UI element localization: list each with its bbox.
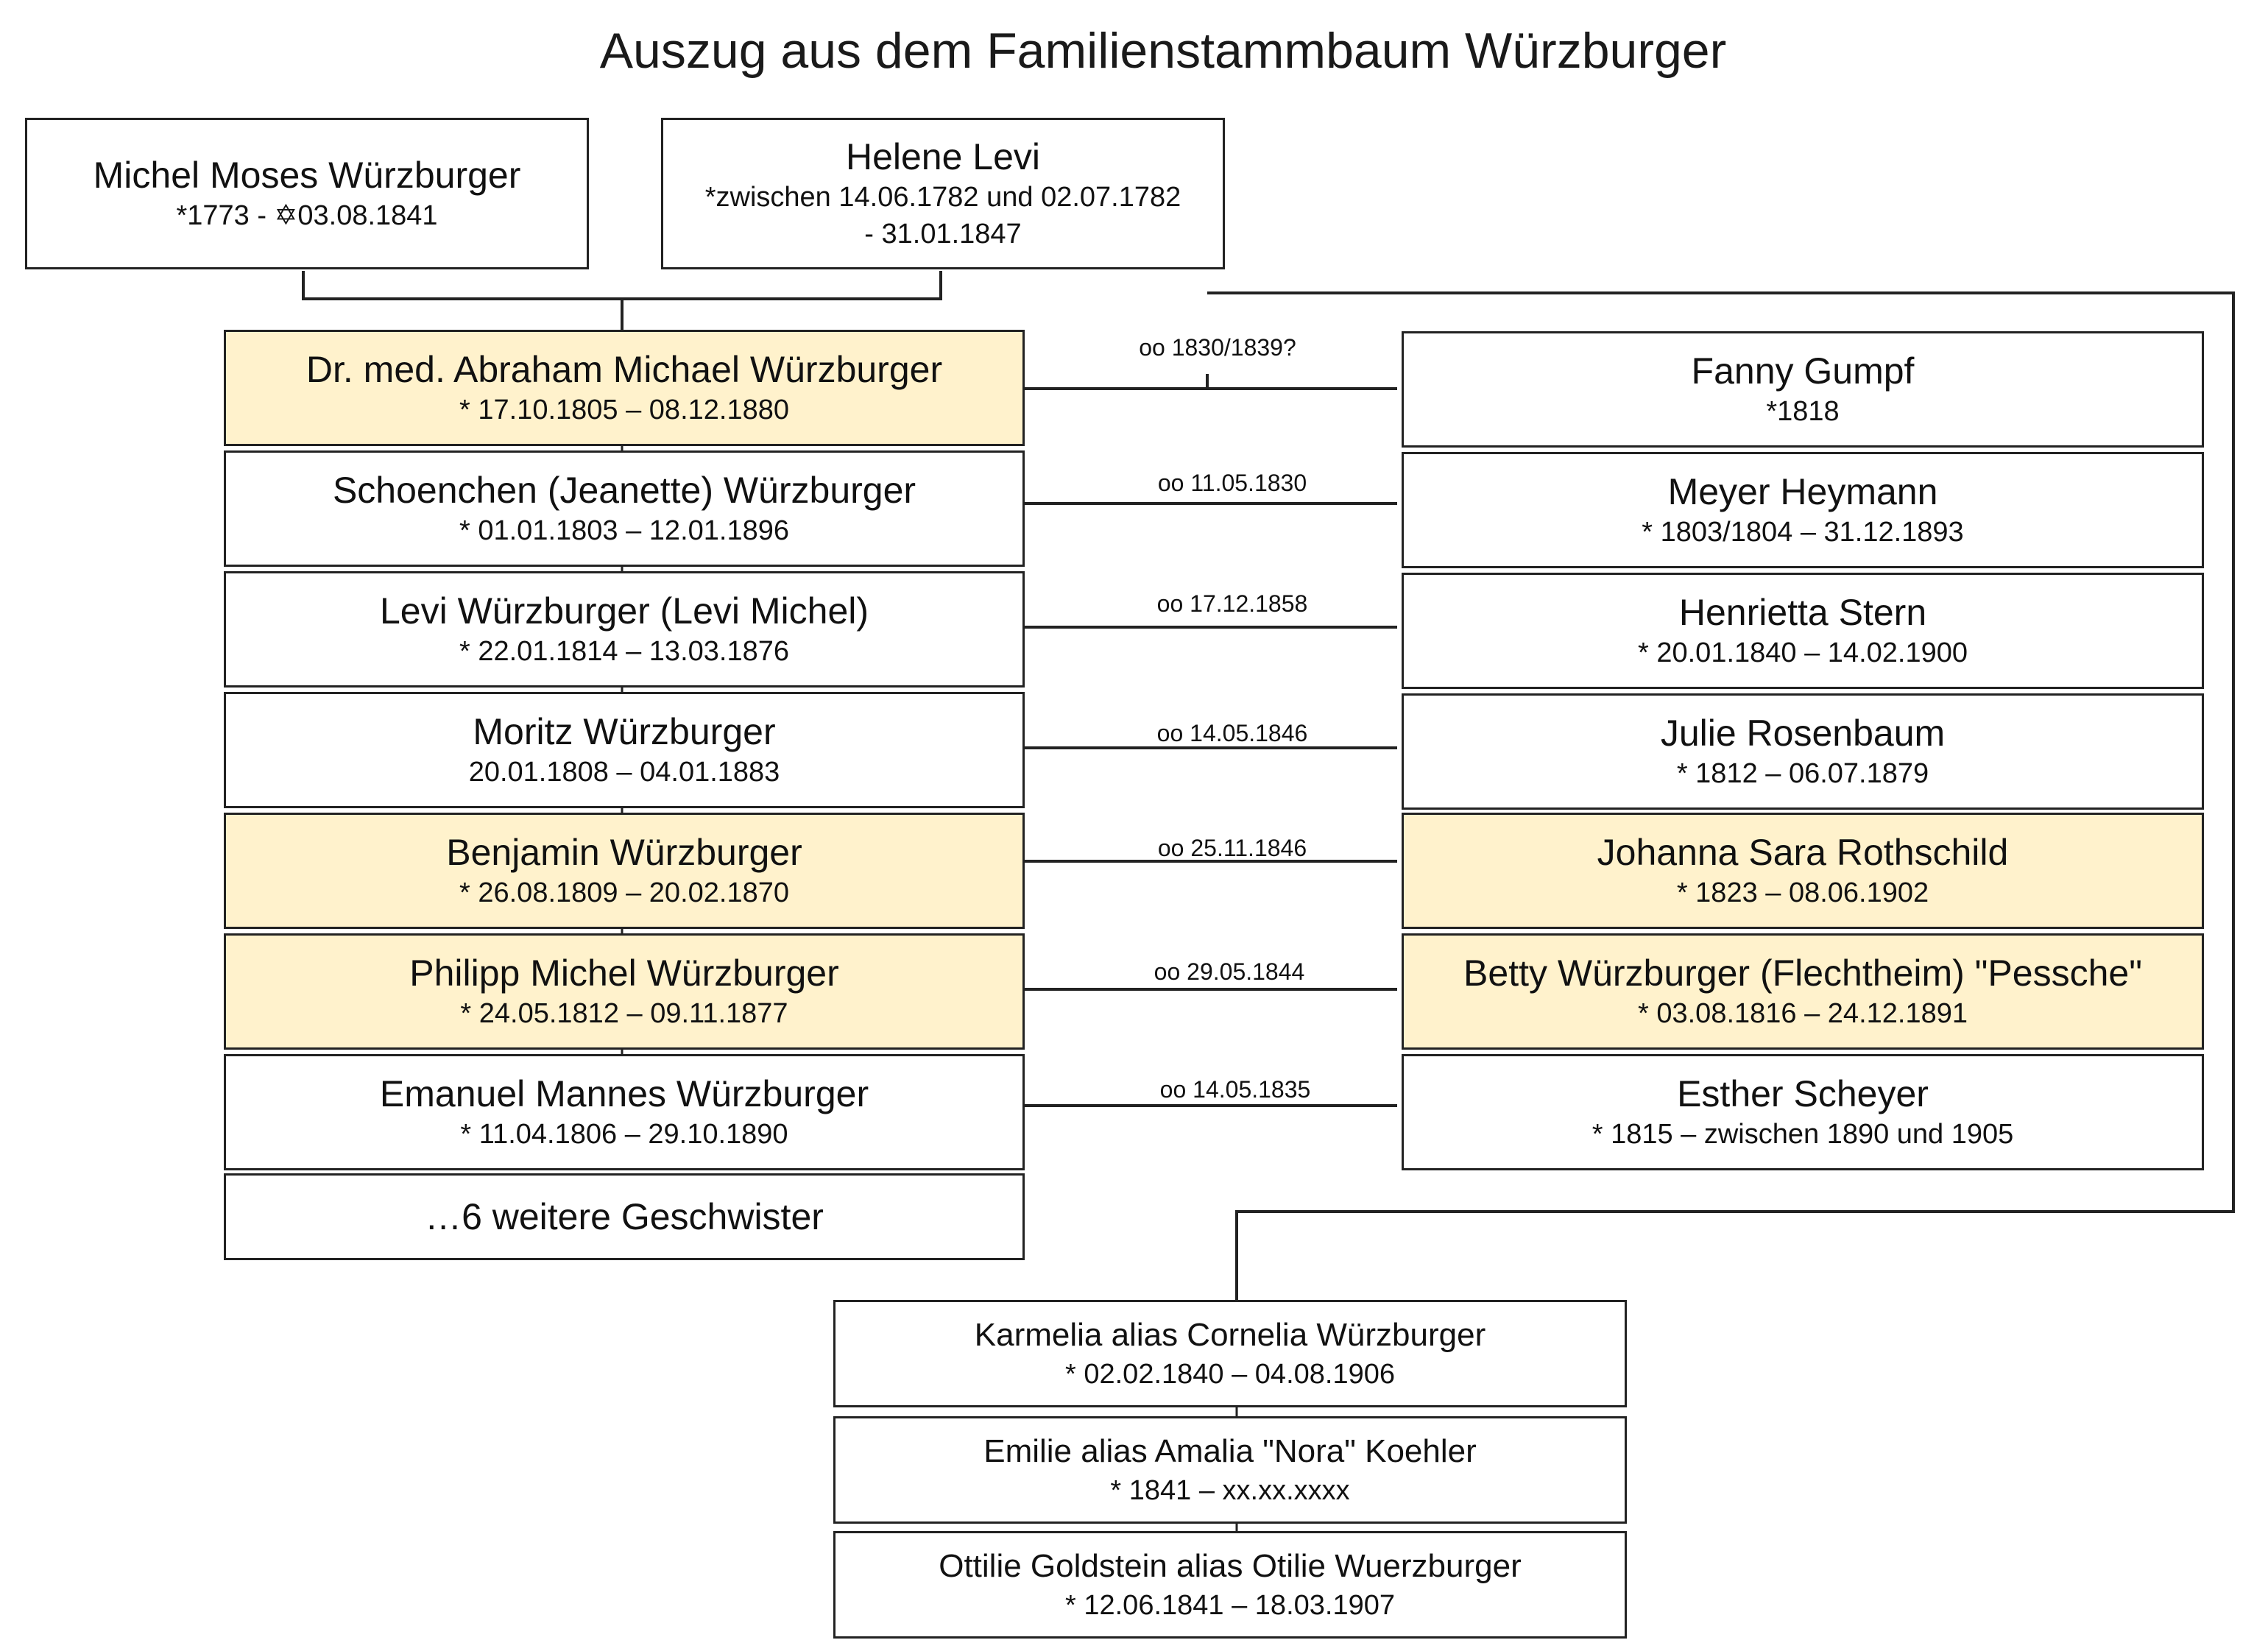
person-name: Julie Rosenbaum	[1660, 713, 1946, 754]
marriage-label-7: oo 14.05.1835	[1159, 1076, 1311, 1103]
parent-box-michel: Michel Moses Würzburger *1773 - ✡03.08.1…	[25, 118, 589, 269]
marriage-label-6: oo 29.05.1844	[1154, 958, 1305, 985]
parents-connector	[302, 271, 942, 300]
grandchild-box-karmelia: Karmelia alias Cornelia Würzburger * 02.…	[833, 1300, 1627, 1407]
person-name: Henrietta Stern	[1678, 592, 1927, 633]
person-name: Esther Scheyer	[1677, 1073, 1929, 1114]
person-dates: * 1812 – 06.07.1879	[1676, 758, 1929, 789]
person-name: Dr. med. Abraham Michael Würzburger	[305, 349, 943, 390]
person-dates: * 11.04.1806 – 29.10.1890	[460, 1119, 788, 1150]
person-dates: 20.01.1808 – 04.01.1883	[468, 757, 780, 788]
grandchild-box-ottilie: Ottilie Goldstein alias Otilie Wuerzburg…	[833, 1531, 1627, 1639]
person-name: Philipp Michel Würzburger	[409, 952, 839, 994]
spouse-box-betty: Betty Würzburger (Flechtheim) "Pessche" …	[1402, 933, 2204, 1050]
person-dates: *1773 - ✡03.08.1841	[176, 200, 438, 231]
child-box-more-siblings: …6 weitere Geschwister	[224, 1173, 1025, 1260]
child-box-abraham: Dr. med. Abraham Michael Würzburger * 17…	[224, 330, 1025, 446]
marriage-label-2: oo 11.05.1830	[1157, 470, 1307, 496]
person-dates: * 1803/1804 – 31.12.1893	[1642, 517, 1964, 548]
person-name: Emanuel Mannes Würzburger	[379, 1073, 869, 1114]
person-dates: *zwischen 14.06.1782 und 02.07.1782	[704, 182, 1181, 213]
person-dates: * 02.02.1840 – 04.08.1906	[1065, 1359, 1395, 1390]
marriage-label-1: oo 1830/1839?	[1139, 334, 1296, 361]
person-dates: * 01.01.1803 – 12.01.1896	[459, 515, 789, 546]
child-box-benjamin: Benjamin Würzburger * 26.08.1809 – 20.02…	[224, 813, 1025, 929]
marriage-label-3: oo 17.12.1858	[1156, 590, 1308, 617]
person-dates: * 1815 – zwischen 1890 und 1905	[1592, 1119, 2014, 1150]
child-box-philipp: Philipp Michel Würzburger * 24.05.1812 –…	[224, 933, 1025, 1050]
person-dates: * 24.05.1812 – 09.11.1877	[460, 998, 788, 1029]
person-dates: * 12.06.1841 – 18.03.1907	[1065, 1590, 1395, 1621]
parent-box-helene: Helene Levi *zwischen 14.06.1782 und 02.…	[661, 118, 1225, 269]
spouse-box-meyer: Meyer Heymann * 1803/1804 – 31.12.1893	[1402, 452, 2204, 568]
descendants-route	[1207, 291, 2235, 1300]
marriage-label-5: oo 25.11.1846	[1157, 835, 1307, 861]
person-name: Fanny Gumpf	[1691, 350, 1915, 392]
page-title: Auszug aus dem Familienstammbaum Würzbur…	[599, 23, 1727, 79]
person-name: Emilie alias Amalia "Nora" Koehler	[983, 1433, 1477, 1469]
person-dates: * 26.08.1809 – 20.02.1870	[459, 877, 789, 908]
child-box-emanuel: Emanuel Mannes Würzburger * 11.04.1806 –…	[224, 1054, 1025, 1170]
person-name: Betty Würzburger (Flechtheim) "Pessche"	[1463, 952, 2142, 994]
spouse-box-esther: Esther Scheyer * 1815 – zwischen 1890 un…	[1402, 1054, 2204, 1170]
person-name: Meyer Heymann	[1667, 471, 1938, 512]
child-box-moritz: Moritz Würzburger 20.01.1808 – 04.01.188…	[224, 692, 1025, 808]
spouse-box-henrietta: Henrietta Stern * 20.01.1840 – 14.02.190…	[1402, 573, 2204, 689]
person-name: Johanna Sara Rothschild	[1597, 832, 2009, 873]
person-dates: * 22.01.1814 – 13.03.1876	[459, 636, 789, 667]
grandchild-box-emilie: Emilie alias Amalia "Nora" Koehler * 184…	[833, 1416, 1627, 1524]
person-name: Helene Levi	[845, 136, 1041, 177]
spouse-box-johanna: Johanna Sara Rothschild * 1823 – 08.06.1…	[1402, 813, 2204, 929]
spouse-box-julie: Julie Rosenbaum * 1812 – 06.07.1879	[1402, 693, 2204, 810]
person-name: Karmelia alias Cornelia Würzburger	[974, 1317, 1486, 1353]
person-name: Michel Moses Würzburger	[93, 155, 521, 196]
person-name: Ottilie Goldstein alias Otilie Wuerzburg…	[939, 1548, 1522, 1584]
child-box-schoenchen: Schoenchen (Jeanette) Würzburger * 01.01…	[224, 450, 1025, 567]
person-dates: * 1841 – xx.xx.xxxx	[1110, 1475, 1350, 1506]
person-dates-continued: - 31.01.1847	[864, 219, 1022, 250]
person-dates: * 03.08.1816 – 24.12.1891	[1638, 998, 1968, 1029]
person-name: Schoenchen (Jeanette) Würzburger	[332, 470, 916, 511]
person-name: Moritz Würzburger	[473, 711, 776, 752]
person-dates: * 1823 – 08.06.1902	[1676, 877, 1929, 908]
person-name: Benjamin Würzburger	[446, 832, 802, 873]
person-name: Levi Würzburger (Levi Michel)	[379, 590, 869, 632]
person-dates: * 17.10.1805 – 08.12.1880	[459, 395, 789, 425]
person-dates: * 20.01.1840 – 14.02.1900	[1638, 637, 1968, 668]
child-box-levi: Levi Würzburger (Levi Michel) * 22.01.18…	[224, 571, 1025, 688]
marriage-label-4: oo 14.05.1846	[1156, 720, 1308, 746]
more-siblings-label: …6 weitere Geschwister	[425, 1196, 824, 1237]
spouse-box-fanny: Fanny Gumpf *1818	[1402, 331, 2204, 448]
person-dates: *1818	[1766, 396, 1840, 427]
